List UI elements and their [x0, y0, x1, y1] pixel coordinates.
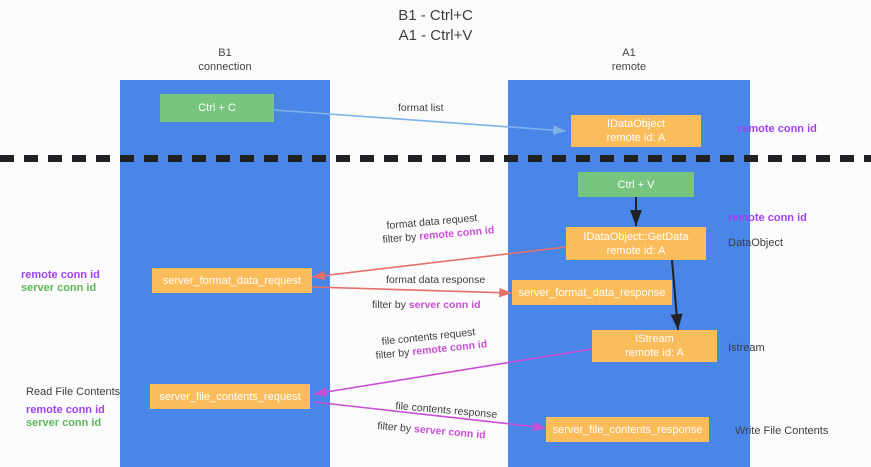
annotation-istream: Istream	[728, 342, 765, 354]
annotation-remote-conn-id-mid: remote conn id	[728, 212, 807, 224]
lane-header-b1-sub: connection	[198, 61, 252, 73]
box-ctrl-c-label: Ctrl + C	[198, 102, 236, 114]
label-format-data-response: format data response	[386, 274, 486, 286]
box-getdata-line1: IDataObject::GetData	[583, 230, 689, 243]
box-server-file-contents-request-label: server_file_contents_request	[159, 390, 301, 403]
label-file-contents-response-filter: filter by server conn id	[377, 419, 486, 442]
title-line-2: A1 - Ctrl+V	[398, 27, 473, 44]
box-ctrl-v-label: Ctrl + V	[617, 178, 655, 191]
title-line-1: B1 - Ctrl+C	[398, 7, 473, 24]
label-format-list: format list	[398, 102, 444, 114]
annotation-dataobject: DataObject	[728, 237, 784, 249]
annotation-left-remote-conn-id-bottom: remote conn id	[26, 404, 105, 416]
box-server-file-contents-request[interactable]: server_file_contents_request	[150, 384, 310, 409]
label-fdres-filter-prefix: filter by	[372, 299, 409, 311]
box-server-format-data-response-label: server_format_data_response	[518, 286, 666, 299]
box-idataobject-line1: IDataObject	[606, 118, 666, 130]
lane-header-a1-name: A1	[622, 47, 636, 59]
label-fdr-filter-prefix: filter by	[382, 230, 420, 246]
box-server-file-contents-response[interactable]: server_file_contents_response	[546, 417, 709, 442]
box-ctrl-v[interactable]: Ctrl + V	[578, 172, 694, 197]
box-server-file-contents-response-label: server_file_contents_response	[552, 423, 703, 436]
lane-header-a1-sub: remote	[611, 61, 647, 73]
phase-divider	[0, 155, 871, 162]
annotation-left-server-conn-id-bottom: server conn id	[26, 417, 102, 429]
label-fdres-filter-key: server conn id	[408, 299, 481, 311]
diagram-title: B1 - Ctrl+C A1 - Ctrl+V	[0, 6, 871, 46]
arrow-format-data-response	[311, 286, 513, 298]
box-server-format-data-response[interactable]: server_format_data_response	[512, 280, 672, 305]
label-fcres-filter-prefix: filter by	[376, 419, 415, 436]
box-idataobject[interactable]: IDataObject remote id: A	[571, 115, 701, 147]
box-server-format-data-request-label: server_format_data_request	[162, 274, 302, 287]
label-fcr-filter-prefix: filter by	[375, 346, 413, 362]
box-ctrl-c[interactable]: Ctrl + C	[160, 94, 274, 122]
label-format-data-response-filter: filter by server conn id	[372, 298, 481, 312]
box-server-format-data-request[interactable]: server_format_data_request	[152, 268, 312, 293]
annotation-left-server-conn-id-mid: server conn id	[21, 282, 97, 294]
box-idataobject-getdata[interactable]: IDataObject::GetData remote id: A	[566, 227, 706, 260]
annotation-remote-conn-id-top: remote conn id	[738, 123, 817, 135]
box-idataobject-line2: remote id: A	[606, 132, 666, 144]
lane-header-b1-name: B1	[218, 47, 232, 59]
box-getdata-line2: remote id: A	[606, 244, 666, 257]
box-istream-line2: remote id: A	[625, 347, 684, 359]
box-istream[interactable]: IStream remote id: A	[592, 330, 717, 362]
annotation-left-remote-conn-id-mid: remote conn id	[21, 269, 100, 281]
label-fcres-filter-key: server conn id	[413, 423, 487, 442]
box-istream-line1: IStream	[635, 333, 674, 345]
annotation-read-file-contents: Read File Contents	[26, 386, 121, 398]
lane-header-b1: B1 connection	[120, 46, 330, 74]
lane-header-a1: A1 remote	[508, 46, 750, 74]
label-file-contents-response: file contents response	[394, 399, 498, 421]
annotation-write-file-contents: Write File Contents	[735, 425, 829, 437]
